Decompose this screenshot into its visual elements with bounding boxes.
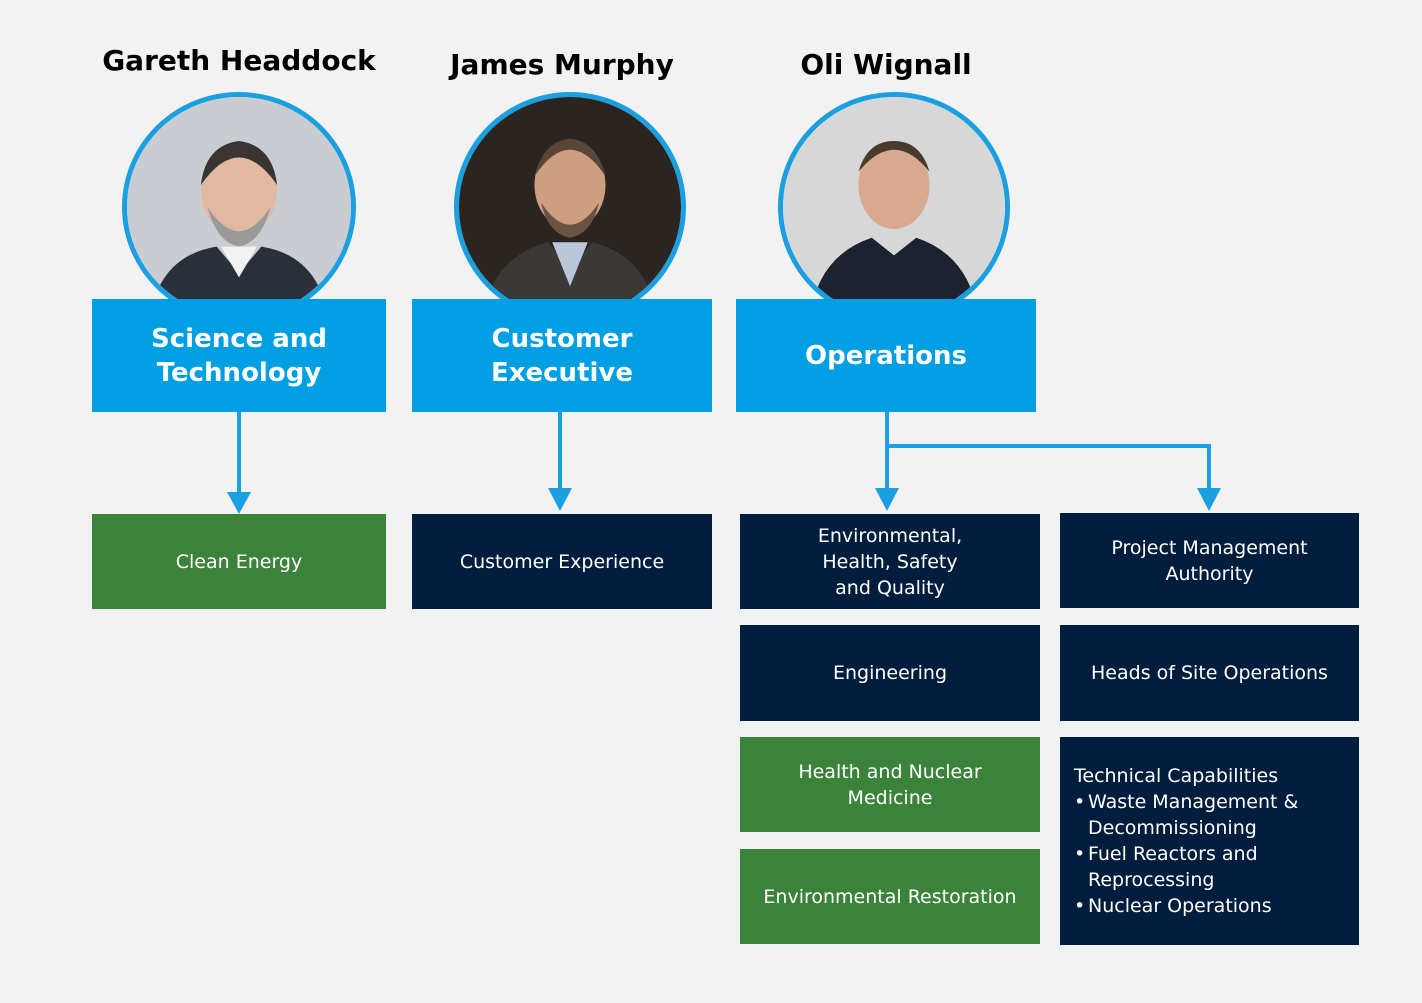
list-item: Nuclear Operations bbox=[1074, 893, 1345, 919]
unit-health-nuclear-medicine: Health and Nuclear Medicine bbox=[740, 737, 1040, 832]
portfolio-science-technology: Science and Technology bbox=[92, 299, 386, 412]
portrait-icon bbox=[459, 97, 681, 317]
leader-name-oli: Oli Wignall bbox=[800, 48, 972, 81]
technical-capabilities-list: Waste Management & Decommissioning Fuel … bbox=[1074, 789, 1345, 919]
portfolio-operations: Operations bbox=[736, 299, 1036, 412]
list-item: Waste Management & Decommissioning bbox=[1074, 789, 1345, 841]
unit-ehsq-label: Environmental, Health, Safety and Qualit… bbox=[817, 524, 963, 599]
portrait-icon bbox=[783, 97, 1005, 317]
unit-technical-capabilities: Technical Capabilities Waste Management … bbox=[1060, 737, 1359, 945]
avatar-james bbox=[454, 92, 686, 322]
portrait-icon bbox=[127, 97, 351, 317]
unit-project-management-authority: Project Management Authority bbox=[1060, 513, 1359, 608]
unit-environmental-restoration: Environmental Restoration bbox=[740, 849, 1040, 944]
leader-name-james: James Murphy bbox=[450, 48, 674, 81]
unit-health-nuclear-medicine-label: Health and Nuclear Medicine bbox=[798, 760, 982, 809]
arrow-head-icon bbox=[1197, 488, 1221, 511]
avatar-gareth bbox=[122, 92, 356, 322]
unit-clean-energy: Clean Energy bbox=[92, 514, 386, 609]
leader-name-gareth: Gareth Headdock bbox=[102, 44, 376, 77]
unit-heads-site-operations: Heads of Site Operations bbox=[1060, 625, 1359, 721]
unit-customer-experience: Customer Experience bbox=[412, 514, 712, 609]
unit-ehsq: Environmental, Health, Safety and Qualit… bbox=[740, 514, 1040, 609]
arrow-head-icon bbox=[548, 488, 572, 511]
avatar-oli bbox=[778, 92, 1010, 322]
list-item: Fuel Reactors and Reprocessing bbox=[1074, 841, 1345, 893]
unit-engineering: Engineering bbox=[740, 625, 1040, 721]
arrow-head-icon bbox=[875, 488, 899, 511]
unit-pma-label: Project Management Authority bbox=[1111, 536, 1308, 585]
arrow-head-icon bbox=[227, 492, 251, 514]
technical-capabilities-title: Technical Capabilities bbox=[1074, 765, 1279, 787]
portfolio-customer-executive: Customer Executive bbox=[412, 299, 712, 412]
